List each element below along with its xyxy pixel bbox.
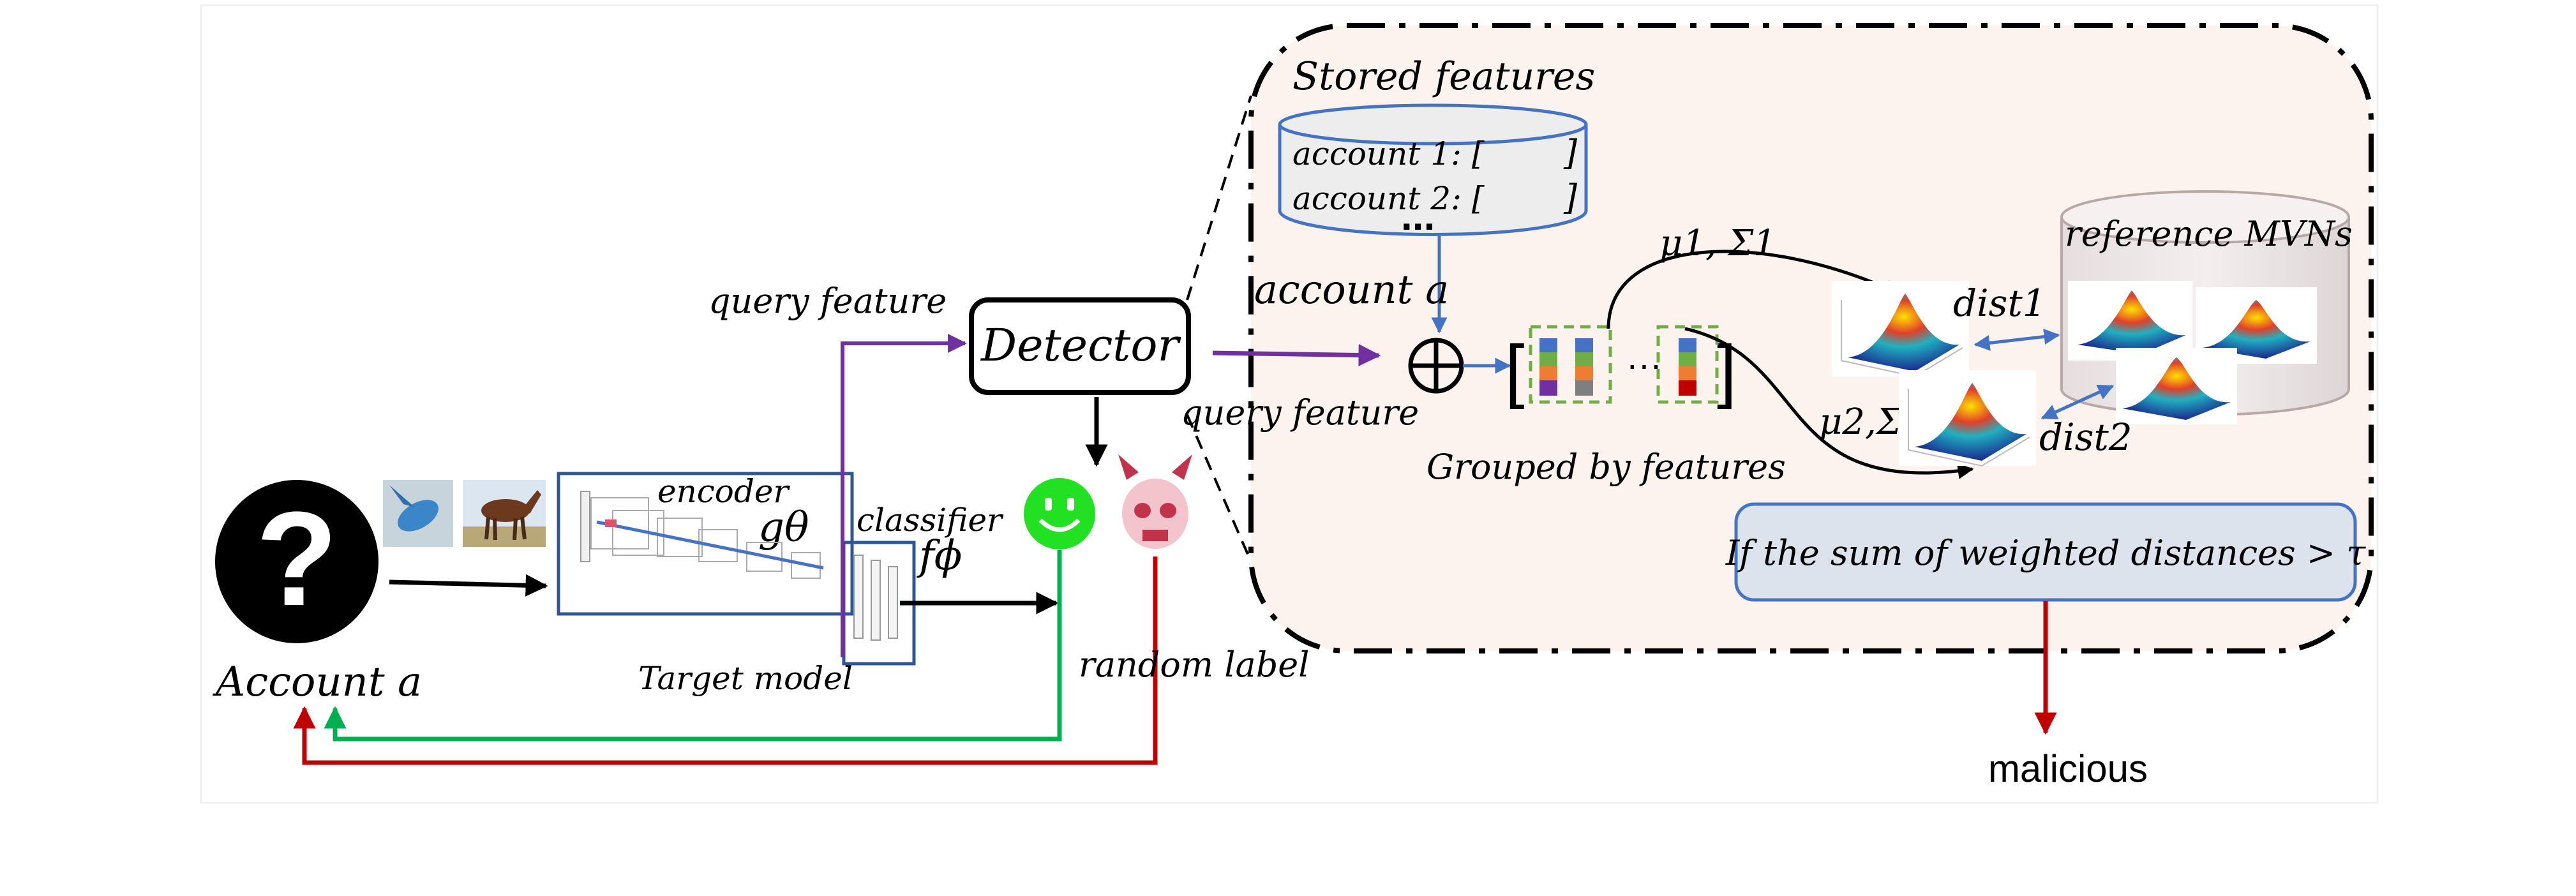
dist-2-label: dist2 (2039, 415, 2132, 459)
stored-row-1: account 1: [ (1292, 135, 1485, 172)
query-feature-label-top: query feature (708, 281, 947, 321)
stored-row-1-close: ] (1563, 133, 1578, 173)
encoder-label: encoder (657, 473, 790, 510)
detector-to-panel-arrow (1212, 344, 1381, 367)
query-feature-label-right: query feature (1181, 392, 1419, 433)
devil-skull-icon (1118, 454, 1192, 549)
reference-mvn-plot-3 (2116, 348, 2237, 424)
query-feature-arrow-up (841, 334, 967, 657)
bird-image (383, 480, 453, 547)
zoom-line-top (1186, 95, 1252, 301)
target-model-label: Target model (638, 660, 853, 697)
decision-rule-box (1734, 502, 2357, 602)
mvn-fit-arrow-2 (1684, 327, 1974, 479)
stored-ellipsis: ... (1401, 193, 1435, 239)
mvn-fit-arrow-1 (1606, 250, 1901, 329)
account-to-model-arrow (389, 574, 548, 597)
stored-row-2: account 2: [ (1292, 180, 1485, 217)
account-label: Account a (213, 659, 422, 706)
malicious-output: malicious (1988, 747, 2148, 790)
random-label-text: random label (1079, 645, 1310, 685)
figure-frame (200, 4, 2379, 804)
zoom-line-bottom (1186, 414, 1252, 562)
detector-label: Detector (980, 319, 1181, 371)
dist-1-label: dist1 (1953, 281, 2046, 325)
encoder-symbol: gθ (758, 504, 809, 551)
svg-text:?: ? (256, 484, 338, 634)
group-bracket-open: [ (1505, 331, 1525, 410)
fitted-mvn-plot-2 (1899, 370, 2036, 467)
question-mark-icon: ? (215, 480, 378, 643)
grouped-by-features-label: Grouped by features (1427, 447, 1786, 487)
decision-rule-text: If the sum of weighted distances > τ (1725, 533, 2367, 573)
mvn-params-1: μ1, Σ1 (1659, 223, 1776, 264)
fitted-mvn-plot-1 (1832, 281, 1969, 378)
feature-vector-2 (1575, 338, 1593, 396)
smiley-face-icon (1024, 478, 1095, 549)
classifier-layers-illustration (853, 555, 898, 641)
malicious-feedback-arrow (293, 556, 1158, 765)
encoder-layers-illustration (580, 491, 824, 579)
feature-vector-3 (1679, 338, 1696, 396)
horse-image (463, 480, 546, 547)
reference-mvns-label: reference MVNs (2065, 214, 2353, 254)
detector-box (969, 297, 1191, 395)
group-ellipsis: ··· (1626, 344, 1662, 384)
stored-row-2-close: ] (1563, 177, 1578, 218)
account-a-label: account a (1254, 266, 1449, 313)
benign-feedback-arrow (324, 550, 1062, 742)
classifier-label: classifier (857, 502, 1004, 539)
reference-mvn-plot-1 (2068, 281, 2192, 361)
stored-features-database (1278, 103, 1588, 236)
concat-operator-icon (1408, 338, 1464, 394)
stored-features-title: Stored features (1292, 54, 1595, 99)
dist-2-arrow (2041, 384, 2115, 420)
feature-group-1 (1529, 325, 1612, 404)
feature-vector-1 (1539, 338, 1557, 396)
classifier-symbol: fϕ (917, 532, 962, 579)
dist-1-arrow (1973, 329, 2060, 351)
